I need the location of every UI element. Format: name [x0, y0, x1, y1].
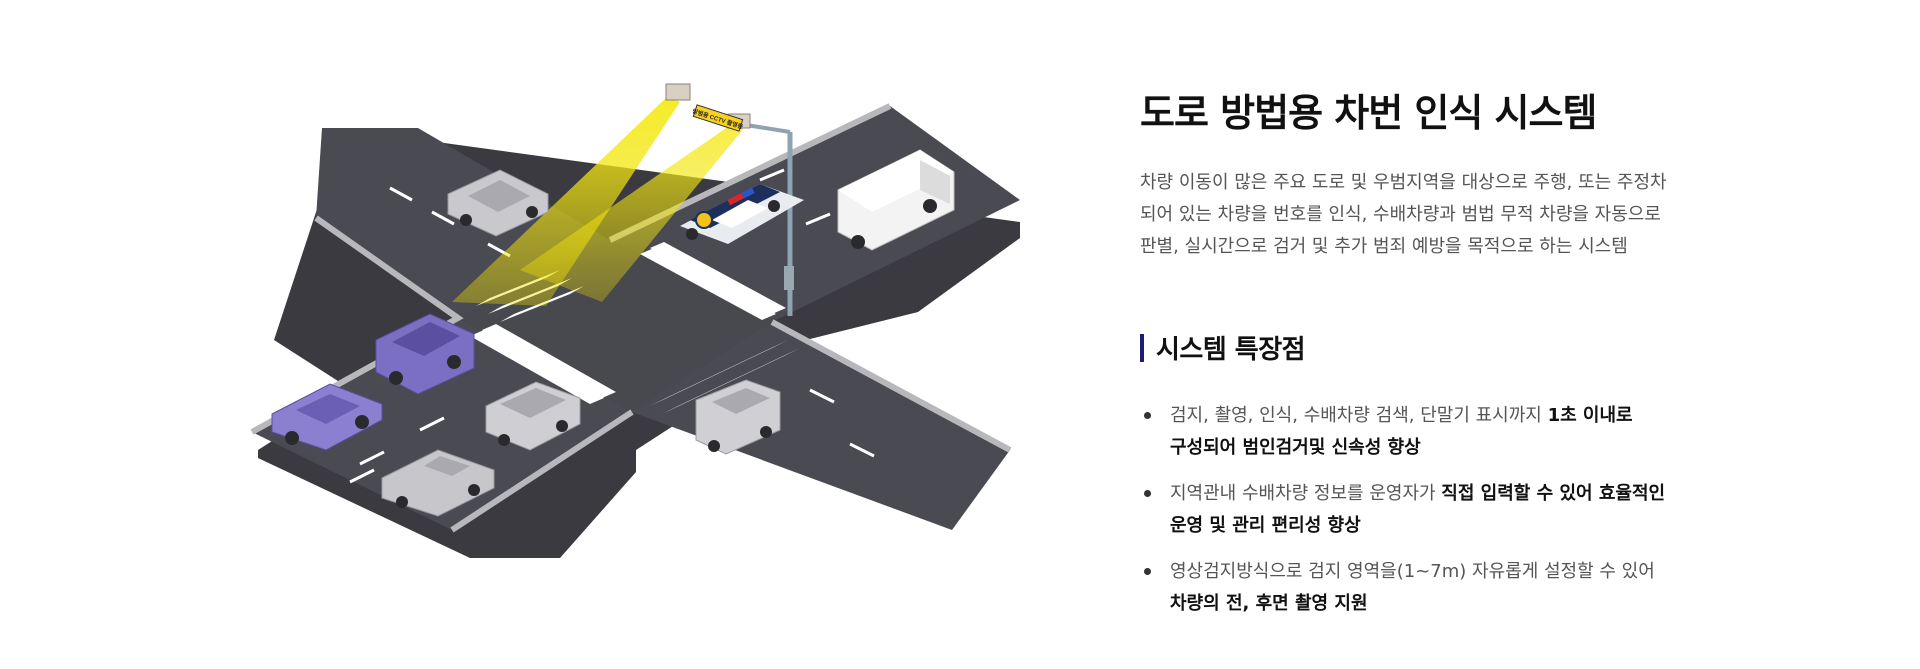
feature-item: 지역관내 수배차량 정보를 운영자가 직접 입력할 수 있어 효율적인 운영 및… [1140, 478, 1760, 542]
crosswalk-east [640, 242, 786, 320]
crosswalk-south [650, 340, 800, 414]
intro-line: 되어 있는 차량을 번호를 인식, 수배차량과 범법 무적 차량을 자동으로 [1140, 204, 1661, 225]
cctv-sign: 방범용 CCTV 촬영중 [691, 104, 744, 132]
crosswalk-west [470, 324, 616, 404]
police-car [680, 184, 804, 244]
camera-beam-2 [520, 124, 744, 302]
feature-item: 영상검지방식으로 검지 영역을(1~7m) 자유롭게 설정할 수 있어 차량의 … [1140, 556, 1760, 620]
bullet-icon [1144, 568, 1151, 575]
car-gray-pickup [381, 449, 495, 517]
text-panel: 도로 방법용 차번 인식 시스템 차량 이동이 많은 주요 도로 및 우범지역을… [1140, 82, 1760, 634]
intro-line: 차량 이동이 많은 주요 도로 및 우범지역을 대상으로 주행, 또는 주정차 [1140, 172, 1667, 193]
bullet-icon [1144, 490, 1151, 497]
feature-line: 지역관내 수배차량 정보를 운영자가 직접 입력할 수 있어 효율적인 [1170, 483, 1666, 504]
car-gray-suv [485, 381, 581, 451]
features-heading: 시스템 특장점 [1140, 329, 1760, 366]
features-list: 검지, 촬영, 인식, 수배차량 검색, 단말기 표시까지 1초 이내로 구성되… [1140, 400, 1760, 620]
feature-line: 구성되어 범인검거및 신속성 향상 [1170, 437, 1421, 458]
features-title: 시스템 특장점 [1156, 335, 1306, 365]
truck [837, 149, 955, 251]
page-title: 도로 방법용 차번 인식 시스템 [1140, 91, 1597, 135]
bullet-icon [1144, 412, 1151, 419]
car-gray-parked [447, 169, 549, 237]
feature-line: 영상검지방식으로 검지 영역을(1~7m) 자유롭게 설정할 수 있어 [1170, 561, 1655, 582]
road-se-arm [632, 322, 1010, 530]
camera-pole: 방범용 CCTV 촬영중 [665, 83, 794, 316]
intro-line: 판별, 실시간으로 검거 및 추가 범죄 예방을 목적으로 하는 시스템 [1140, 236, 1628, 257]
camera-beams [452, 96, 744, 306]
car-purple-suv [375, 313, 475, 395]
accent-bar [1140, 333, 1144, 362]
feature-line: 차량의 전, 후면 촬영 지원 [1170, 593, 1368, 614]
feature-line: 운영 및 관리 편리성 향상 [1170, 515, 1361, 536]
camera-beam-1 [452, 96, 680, 306]
intro-paragraph: 차량 이동이 많은 주요 도로 및 우범지역을 대상으로 주행, 또는 주정차 … [1140, 167, 1760, 263]
car-gray-sedan [695, 379, 781, 455]
feature-line: 검지, 촬영, 인식, 수배차량 검색, 단말기 표시까지 1초 이내로 [1170, 405, 1633, 426]
car-purple-sedan [271, 383, 383, 451]
feature-item: 검지, 촬영, 인식, 수배차량 검색, 단말기 표시까지 1초 이내로 구성되… [1140, 400, 1760, 464]
intersection-illustration: 방범용 CCTV 촬영중 [250, 83, 1020, 558]
